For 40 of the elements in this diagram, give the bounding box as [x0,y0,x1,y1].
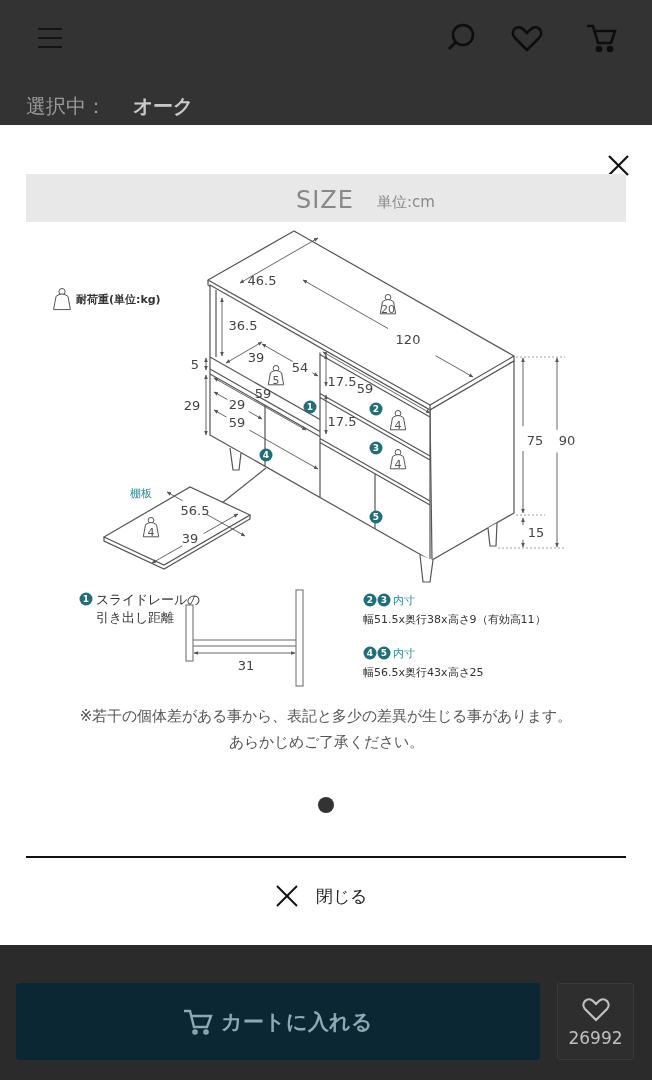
note-text: スライドレールの引き出し距離 [96,591,201,626]
dimension-label: 17.5 [327,374,357,388]
disclaimer-text: あらかじめご了承ください。 [228,734,424,750]
disclaimer-text: ※若干の個体差がある事から、表記と多少の差異が生じる事があります。 [79,708,573,724]
note-text: 幅51.5x奥行38x高さ9（有効高11） [363,613,546,625]
selection-value: オーク [133,96,193,116]
add-to-cart-button: カートに入れる [16,983,540,1060]
dimension-label: 17.5 [327,414,357,428]
weight-value: 5 [272,374,280,386]
weight-value: 4 [394,419,402,431]
dimension-label: 5 [190,357,200,371]
dimension-label: 120 [395,332,421,346]
dimension-label: 39 [247,350,265,364]
note-heading: 内寸 [393,594,415,606]
dimension-label: 46.5 [247,273,277,287]
selection-label: 選択中： [26,96,106,116]
dimension-label: 56.5 [180,503,210,517]
dimension-label: 59 [228,415,246,429]
dimension-label: 59 [356,381,374,395]
weight-value: 4 [394,458,402,470]
dimension-label: 39 [181,531,199,545]
note-heading: 内寸 [393,647,415,659]
part-name: 棚板 [130,487,152,499]
dimension-label: 36.5 [228,318,258,332]
note-text: 幅56.5x奥行43x高さ25 [363,666,484,678]
dimension-label: 75 [526,433,544,447]
weight-value: 4 [147,526,155,538]
dimension-label: 90 [558,433,576,447]
dimension-label: 31 [237,658,255,672]
unit-label: 単位:cm [377,193,435,212]
title: SIZE [296,186,354,214]
weight-value: 20 [381,303,395,315]
dimension-label: 15 [527,525,545,539]
dimension-label: 54 [291,360,309,374]
dimension-label: 59 [254,386,272,400]
dimension-label: 29 [183,398,201,412]
close-button: 閉じる [276,880,386,912]
favorite-button: 26992 [557,983,634,1060]
dimension-label: 29 [228,397,246,411]
legend-text: 耐荷重(単位:kg) [76,293,161,305]
